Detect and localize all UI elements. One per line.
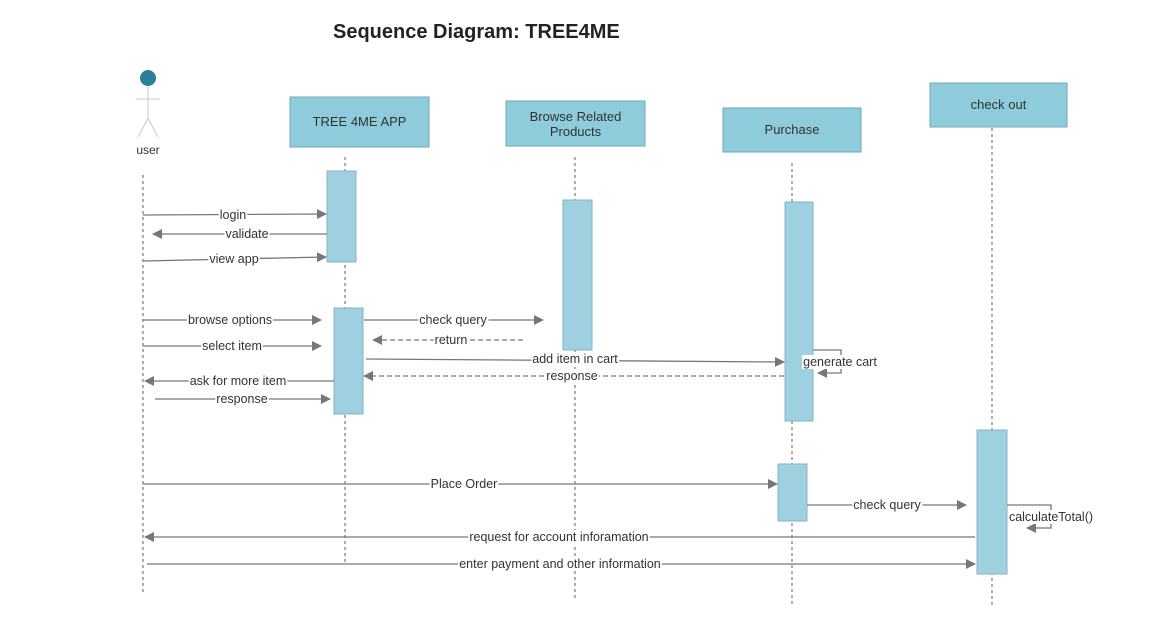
participant-label-line2: Products <box>550 124 602 139</box>
actor-head <box>140 70 156 86</box>
participant-browse-related-products: Browse Related Products <box>505 100 646 147</box>
message-label-background <box>1007 510 1095 524</box>
message-label-select-item: select item <box>202 339 262 353</box>
participant-label: TREE 4ME APP <box>313 114 407 129</box>
message-label-generate-cart: generate cart <box>803 355 877 369</box>
actor-label: user <box>136 143 159 157</box>
message-label-background <box>201 339 263 353</box>
message-label-background <box>215 392 269 406</box>
message-label-check-query: check query <box>419 313 487 327</box>
participant-check-out: check out <box>929 82 1068 128</box>
activation-browse <box>562 199 593 351</box>
activation-checkout <box>976 429 1008 575</box>
message-label-browse-options: browse options <box>188 313 272 327</box>
message-label-background <box>433 333 469 347</box>
message-label-view-app: view app <box>209 252 258 266</box>
message-label-enter-payment: enter payment and other information <box>459 557 661 571</box>
message-label-login: login <box>220 208 246 222</box>
participant-label-line1: Browse Related <box>530 109 622 124</box>
message-label-check-query-2: check query <box>853 498 921 512</box>
message-label-background <box>468 530 650 544</box>
message-label-background <box>224 227 270 241</box>
actor-user: user <box>136 70 160 157</box>
participant-label: check out <box>971 97 1027 112</box>
message-label-ask-for-more-item: ask for more item <box>190 374 287 388</box>
message-label-add-item-in-cart: add item in cart <box>532 352 618 366</box>
activation-purchase-1 <box>784 201 814 422</box>
message-label-background <box>218 208 248 222</box>
message-label-background <box>188 374 288 388</box>
participant-purchase: Purchase <box>722 107 862 153</box>
diagram-title: Sequence Diagram: TREE4ME <box>333 21 620 43</box>
message-label-background <box>458 557 662 571</box>
message-label-validate: validate <box>225 227 268 241</box>
actor-stick-figure <box>136 86 160 138</box>
message-label-background <box>418 313 489 327</box>
message-label-background <box>531 352 620 366</box>
message-label-place-order: Place Order <box>431 477 498 491</box>
message-label-background <box>429 477 499 491</box>
participant-label: Purchase <box>765 122 820 137</box>
message-label-request-account-info: request for account inforamation <box>469 530 648 544</box>
message-label-response-dashed: response <box>546 369 597 383</box>
message-label-background <box>852 498 923 512</box>
message-label-background <box>208 252 260 266</box>
activation-app-1 <box>326 170 357 263</box>
message-label-response: response <box>216 392 267 406</box>
message-label-calculate-total: calculateTotal() <box>1009 510 1093 524</box>
activation-purchase-2 <box>777 463 808 522</box>
message-label-background <box>545 369 599 383</box>
message-label-return: return <box>435 333 468 347</box>
activation-app-2 <box>333 307 364 415</box>
message-label-background <box>186 313 274 327</box>
message-label-background <box>802 355 879 369</box>
participant-tree4me-app: TREE 4ME APP <box>289 96 430 148</box>
